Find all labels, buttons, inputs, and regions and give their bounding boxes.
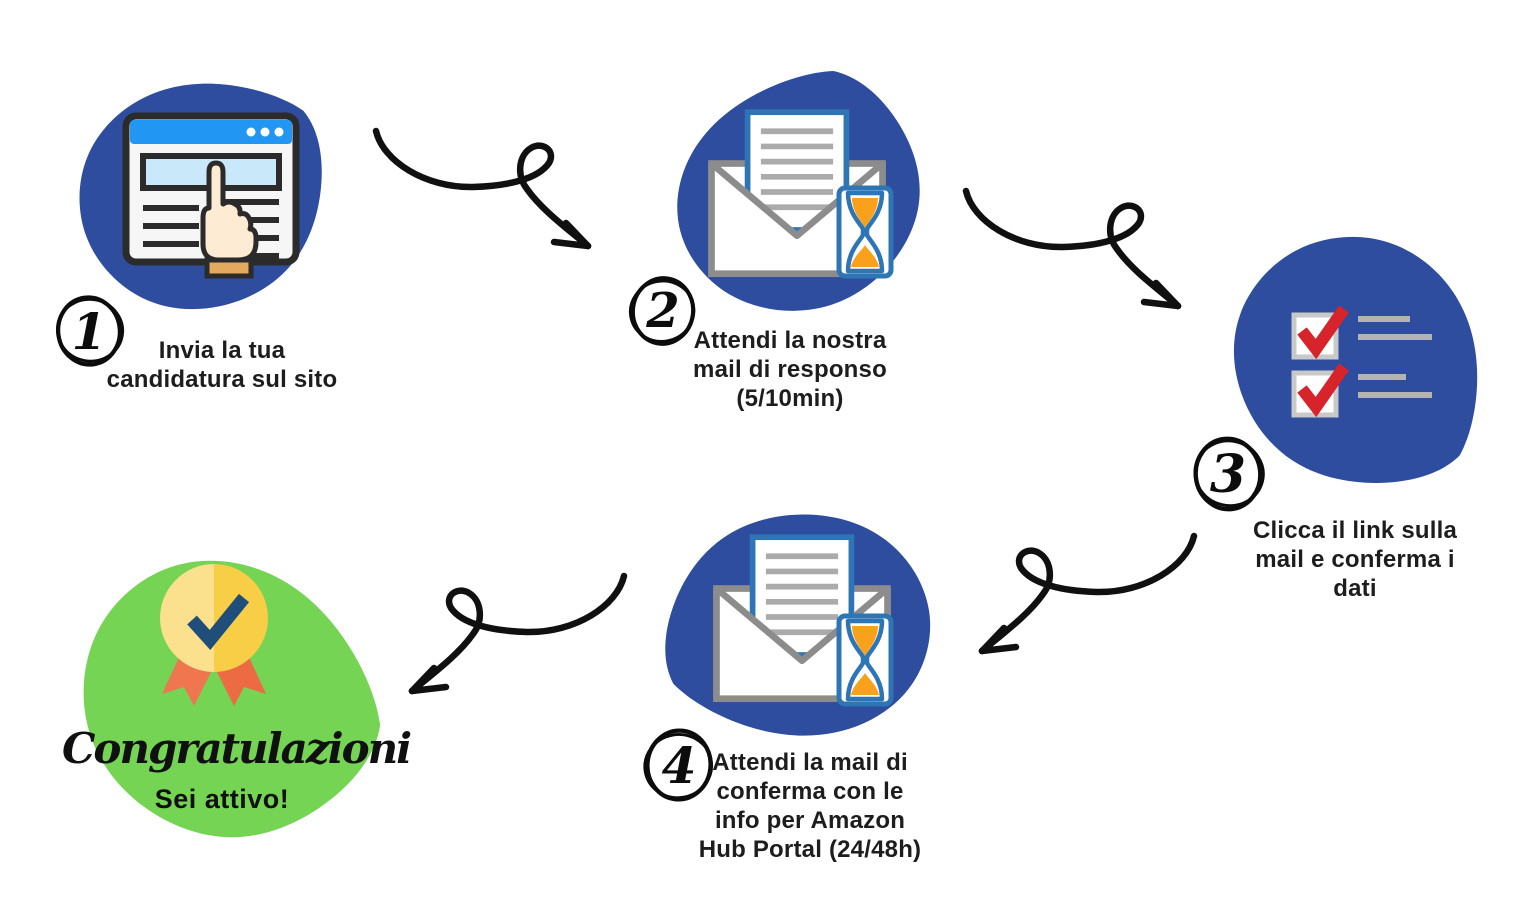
hand-drawn-circle xyxy=(643,728,714,802)
browser-click-icon xyxy=(122,112,300,279)
browser-dot xyxy=(274,127,284,137)
hand-drawn-circle xyxy=(1193,436,1265,512)
medal-check-icon xyxy=(160,564,268,706)
step3-label: Clicca il link sulla mail e conferma i d… xyxy=(1252,517,1458,602)
hand-cursor-icon xyxy=(200,160,259,279)
step4-label: Attendi la mail di conferma con le info … xyxy=(698,749,922,863)
step2-number: 2 xyxy=(646,283,680,339)
blob-step3 xyxy=(1234,236,1478,483)
step4-number: 4 xyxy=(661,735,697,795)
step1-number-badge: 1 xyxy=(47,289,131,373)
result-subtitle: Sei attivo! xyxy=(154,784,290,814)
hand-drawn-circle xyxy=(56,295,125,367)
arrow-step3-to-step4 xyxy=(978,532,1198,655)
browser-dot xyxy=(260,127,270,137)
checklist-icon xyxy=(1291,305,1432,418)
arrow-step1-to-step2 xyxy=(372,127,592,250)
arrow-step2-to-step3 xyxy=(962,187,1182,310)
step3-number: 3 xyxy=(1209,443,1247,505)
hourglass-icon xyxy=(836,185,894,279)
step1-number: 1 xyxy=(71,301,107,361)
arrow-step4-to-result xyxy=(408,572,628,695)
hand-drawn-circle xyxy=(628,276,696,346)
browser-titlebar xyxy=(130,120,292,144)
step2-number-badge: 2 xyxy=(622,270,704,352)
check-mark xyxy=(187,593,250,651)
congratulations-script: Congratulazioni xyxy=(62,724,412,773)
step1-label: Invia la tua candidatura sul sito xyxy=(106,337,338,393)
step3-number-badge: 3 xyxy=(1184,430,1272,518)
step4-number-badge: 4 xyxy=(636,722,722,808)
browser-dot xyxy=(246,127,256,137)
hourglass-icon xyxy=(836,613,894,707)
step2-label: Attendi la nostra mail di responso (5/10… xyxy=(693,327,887,412)
